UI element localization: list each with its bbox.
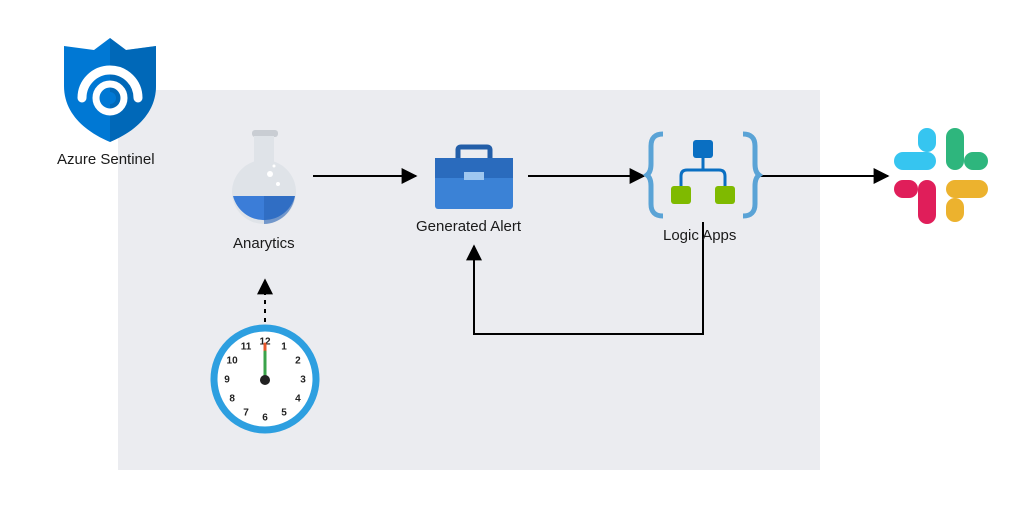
clock-number: 9 (224, 375, 230, 386)
clock-number: 6 (262, 413, 268, 424)
slack-icon (894, 128, 988, 224)
clock-number: 10 (227, 356, 239, 367)
node-logic-apps (642, 131, 764, 219)
toolbox-icon (435, 144, 513, 209)
clock-number: 1 (281, 342, 287, 353)
edge-logic-apps-to-alert (466, 222, 704, 335)
clock-number: 2 (295, 356, 301, 367)
node-azure-sentinel (60, 36, 160, 146)
clock-number: 3 (300, 375, 306, 386)
flask-icon (232, 130, 296, 224)
label-azure-sentinel: Azure Sentinel (57, 151, 155, 168)
azure-sentinel-shield-icon (64, 38, 156, 142)
logic-apps-icon (642, 131, 764, 219)
clock-number: 7 (243, 407, 249, 418)
clock-number: 8 (229, 394, 235, 405)
node-analytics (226, 128, 302, 228)
clock-number: 12 (259, 337, 271, 348)
clock-number: 11 (241, 342, 252, 353)
clock-number: 4 (295, 394, 301, 405)
label-generated-alert: Generated Alert (416, 218, 522, 235)
label-analytics: Anarytics (233, 235, 295, 252)
node-slack (892, 126, 990, 226)
label-logic-apps: Logic Apps (663, 227, 737, 244)
clock-number: 5 (281, 407, 287, 418)
node-generated-alert (434, 144, 514, 210)
